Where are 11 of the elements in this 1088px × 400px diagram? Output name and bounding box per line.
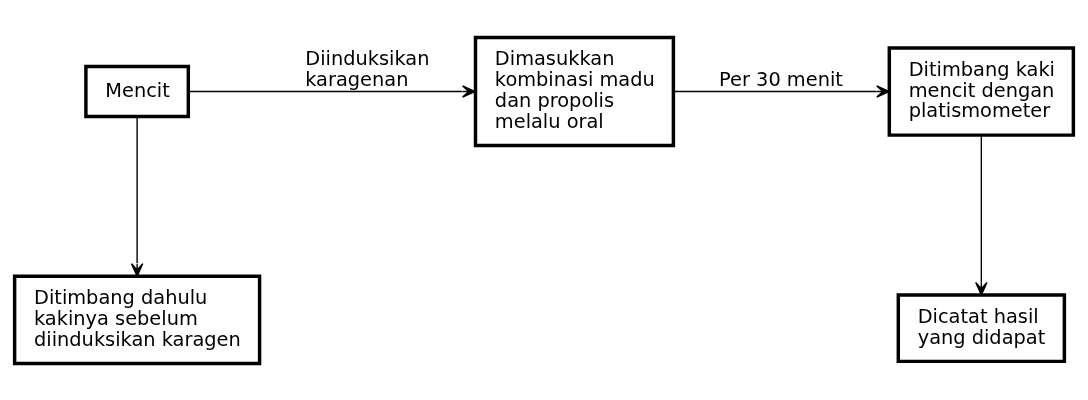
node-box: Dimasukkan kombinasi madu dan propolis melalu oral <box>473 35 676 147</box>
edge-label: Diinduksikan karagenan <box>305 46 430 91</box>
node-box: Ditimbang kaki mencit dengan platismometer <box>887 45 1076 137</box>
arrow <box>672 84 890 98</box>
node-box: Mencit <box>84 64 191 118</box>
node-box: Dicatat hasil yang didapat <box>896 292 1067 363</box>
arrow <box>130 115 144 277</box>
edge-label: Per 30 menit <box>719 67 843 91</box>
arrow <box>187 84 476 98</box>
node-box: Ditimbang dahulu kakinya sebelum diinduksikan karagen <box>12 274 262 365</box>
arrow <box>975 134 988 296</box>
